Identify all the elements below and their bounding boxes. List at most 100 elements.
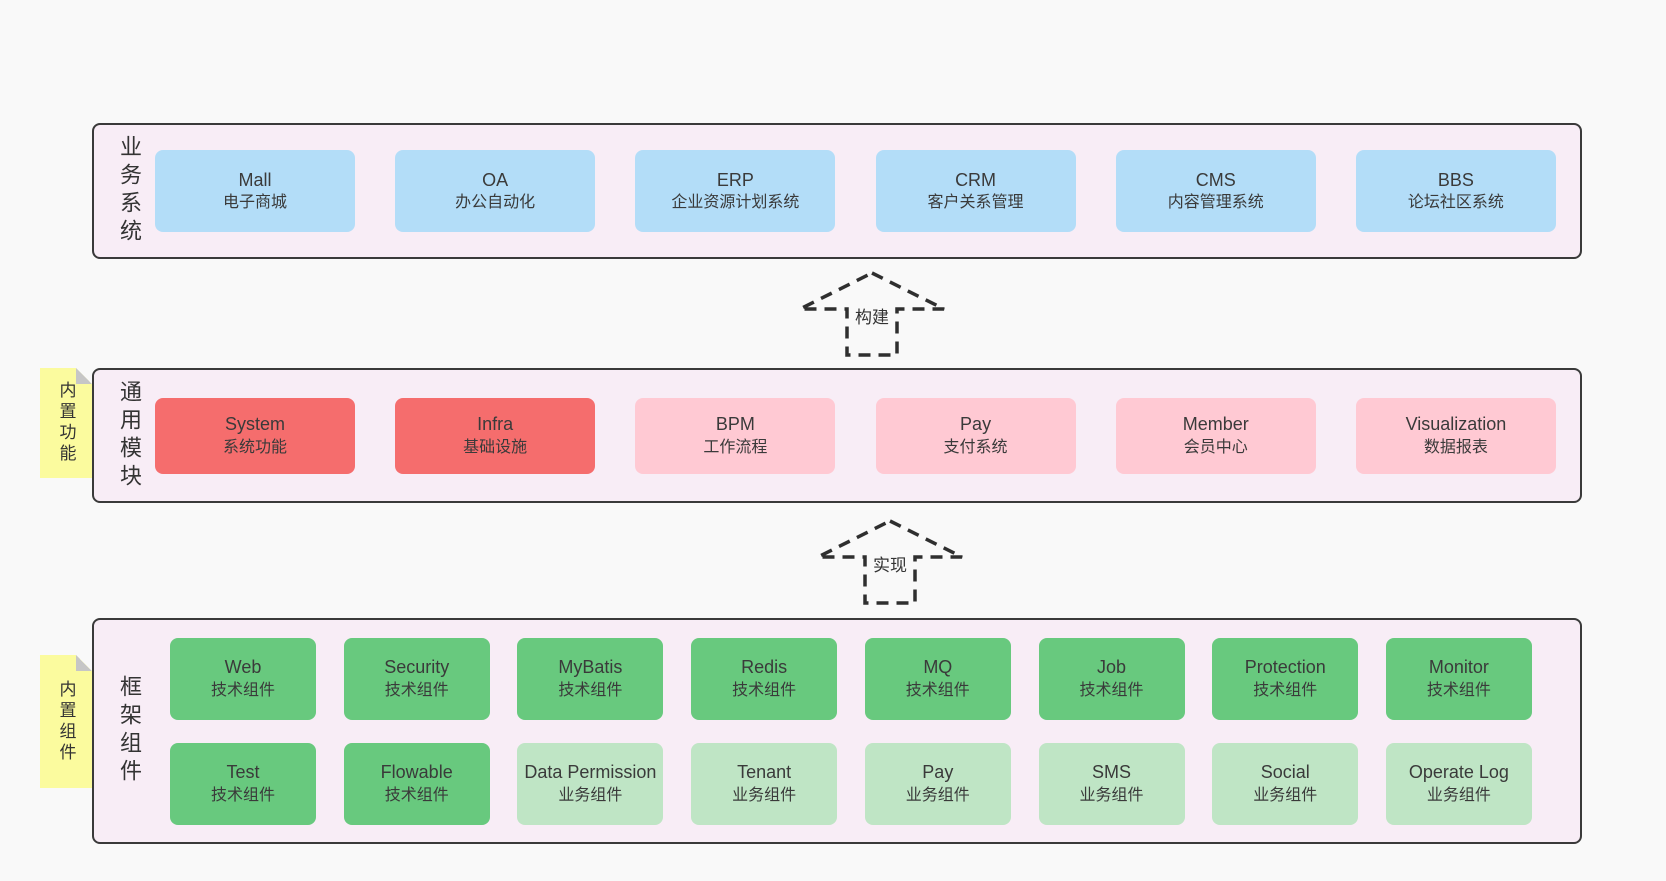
box-title: Data Permission <box>524 762 657 783</box>
box-subtitle: 办公自动化 <box>455 194 536 212</box>
box-title: Visualization <box>1405 414 1507 435</box>
box-title: Test <box>226 762 260 783</box>
box-mybatis: MyBatis 技术组件 <box>517 637 664 720</box>
box-social: Social 业务组件 <box>1212 742 1359 825</box>
sticky-fold-icon <box>76 368 92 384</box>
box-subtitle: 技术组件 <box>732 681 797 699</box>
box-security: Security 技术组件 <box>343 637 490 720</box>
box-title: MyBatis <box>558 657 623 678</box>
box-subtitle: 工作流程 <box>703 438 768 456</box>
box-subtitle: 论坛社区系统 <box>1407 194 1504 212</box>
framework-components-section: 框架组件 Web 技术组件 Security 技术组件 MyBatis 技术组件… <box>92 618 1582 844</box>
box-erp: ERP 企业资源计划系统 <box>635 150 836 232</box>
box-subtitle: 业务组件 <box>1426 786 1491 804</box>
framework-row-2: Test 技术组件 Flowable 技术组件 Data Permission … <box>170 742 1532 825</box>
box-job: Job 技术组件 <box>1038 637 1185 720</box>
box-subtitle: 技术组件 <box>384 681 449 699</box>
common-modules-section: 通用模块 System 系统功能 Infra 基础设施 BPM 工作流程 Pay… <box>92 368 1582 503</box>
section-label-business: 业务系统 <box>117 135 142 247</box>
box-title: Social <box>1260 762 1310 783</box>
box-subtitle: 技术组件 <box>1079 681 1144 699</box>
box-subtitle: 支付系统 <box>943 438 1008 456</box>
box-title: Tenant <box>737 762 792 783</box>
box-title: MQ <box>923 657 953 678</box>
box-title: SMS <box>1092 762 1132 783</box>
box-subtitle: 内容管理系统 <box>1167 194 1264 212</box>
box-title: Web <box>224 657 262 678</box>
box-title: Operate Log <box>1408 762 1509 783</box>
sticky-text: 内置功能 <box>56 381 76 465</box>
box-protection: Protection 技术组件 <box>1212 637 1359 720</box>
modules-boxes-row: System 系统功能 Infra 基础设施 BPM 工作流程 Pay 支付系统… <box>155 397 1556 474</box>
box-title: Job <box>1097 657 1127 678</box>
box-title: Member <box>1182 414 1249 435</box>
box-subtitle: 企业资源计划系统 <box>671 194 800 212</box>
box-subtitle: 技术组件 <box>558 681 623 699</box>
box-title: Mall <box>238 169 272 190</box>
box-operate-log: Operate Log 业务组件 <box>1385 742 1532 825</box>
box-title: BBS <box>1437 169 1474 190</box>
box-subtitle: 技术组件 <box>384 786 449 804</box>
build-arrow: 构建 <box>796 270 948 358</box>
box-subtitle: 基础设施 <box>463 438 528 456</box>
box-title: BPM <box>715 414 755 435</box>
box-bpm: BPM 工作流程 <box>635 397 836 474</box>
box-subtitle: 会员中心 <box>1183 438 1248 456</box>
box-subtitle: 技术组件 <box>905 681 970 699</box>
box-title: OA <box>482 169 509 190</box>
box-redis: Redis 技术组件 <box>691 637 838 720</box>
box-subtitle: 业务组件 <box>1079 786 1144 804</box>
box-title: CRM <box>955 169 997 190</box>
implement-arrow-label: 实现 <box>869 550 911 577</box>
box-title: System <box>224 414 285 435</box>
box-title: Protection <box>1244 657 1326 678</box>
box-title: Flowable <box>380 762 453 783</box>
up-arrow-outline-icon <box>799 271 945 357</box>
box-data-permission: Data Permission 业务组件 <box>517 742 664 825</box>
box-subtitle: 系统功能 <box>222 438 287 456</box>
box-title: Pay <box>960 414 992 435</box>
implement-arrow: 实现 <box>814 518 966 606</box>
box-flowable: Flowable 技术组件 <box>343 742 490 825</box>
box-subtitle: 数据报表 <box>1423 438 1488 456</box>
box-subtitle: 电子商城 <box>222 194 287 212</box>
box-title: Security <box>384 657 450 678</box>
box-subtitle: 技术组件 <box>210 786 275 804</box>
box-mall: Mall 电子商城 <box>155 150 355 232</box>
box-subtitle: 技术组件 <box>1426 681 1491 699</box>
box-title: CMS <box>1195 169 1236 190</box>
sticky-note-builtin-components: 内置组件 <box>40 655 92 788</box>
build-arrow-label: 构建 <box>851 302 893 329</box>
sticky-fold-icon <box>76 655 92 671</box>
box-subtitle: 业务组件 <box>558 786 623 804</box>
box-monitor: Monitor 技术组件 <box>1385 637 1532 720</box>
box-title: Pay <box>922 762 954 783</box>
box-subtitle: 业务组件 <box>732 786 797 804</box>
box-title: Infra <box>477 414 514 435</box>
box-subtitle: 业务组件 <box>1253 786 1318 804</box>
box-tenant: Tenant 业务组件 <box>691 742 838 825</box>
box-subtitle: 客户关系管理 <box>927 194 1024 212</box>
box-subtitle: 技术组件 <box>210 681 275 699</box>
framework-boxes-grid: Web 技术组件 Security 技术组件 MyBatis 技术组件 Redi… <box>155 637 1556 825</box>
box-pay-system: Pay 支付系统 <box>875 397 1076 474</box>
box-system: System 系统功能 <box>155 397 355 474</box>
box-mq: MQ 技术组件 <box>864 637 1011 720</box>
box-web: Web 技术组件 <box>170 637 316 720</box>
sticky-text: 内置组件 <box>56 679 76 764</box>
box-cms: CMS 内容管理系统 <box>1115 150 1316 232</box>
section-label-framework: 框架组件 <box>117 675 142 787</box>
sticky-note-builtin-features: 内置功能 <box>40 368 92 478</box>
box-subtitle: 业务组件 <box>905 786 970 804</box>
box-sms: SMS 业务组件 <box>1038 742 1185 825</box>
framework-row-1: Web 技术组件 Security 技术组件 MyBatis 技术组件 Redi… <box>170 637 1532 720</box>
box-subtitle: 技术组件 <box>1253 681 1318 699</box>
box-pay-component: Pay 业务组件 <box>864 742 1011 825</box>
box-title: Redis <box>741 657 788 678</box>
box-crm: CRM 客户关系管理 <box>875 150 1076 232</box>
box-bbs: BBS 论坛社区系统 <box>1355 150 1556 232</box>
section-label-modules: 通用模块 <box>117 379 142 492</box>
business-systems-section: 业务系统 Mall 电子商城 OA 办公自动化 ERP 企业资源计划系统 CRM… <box>92 123 1582 259</box>
box-test: Test 技术组件 <box>170 742 316 825</box>
box-member: Member 会员中心 <box>1115 397 1316 474</box>
